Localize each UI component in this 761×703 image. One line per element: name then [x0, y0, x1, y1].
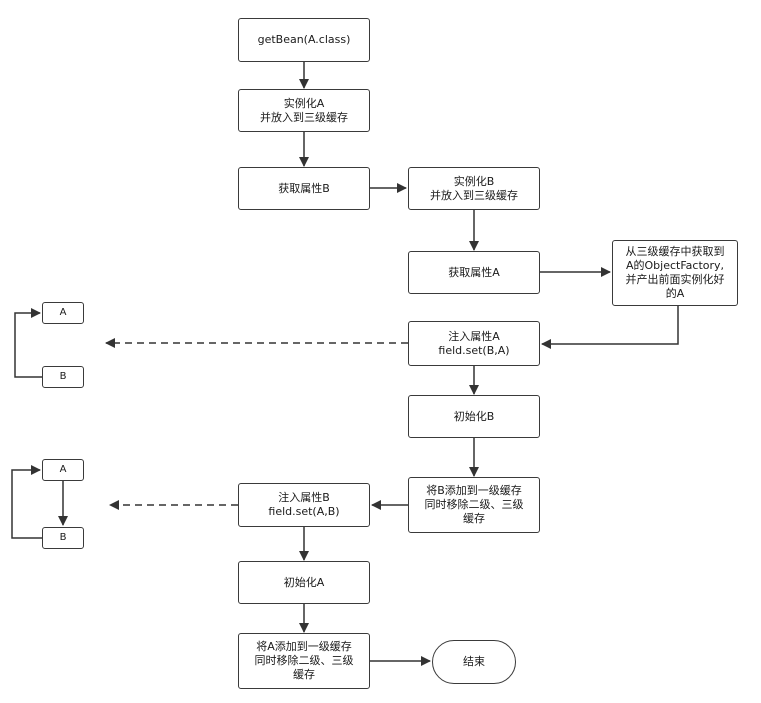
inject-property-a-node: 注入属性A field.set(B,A): [408, 321, 540, 366]
add-a-level1-cache-node: 将A添加到一级缓存 同时移除二级、三级 缓存: [238, 633, 370, 689]
instantiate-b-node: 实例化B 并放入到三级缓存: [408, 167, 540, 210]
ref2-loop-edge: [11, 465, 42, 539]
end-node: 结束: [432, 640, 516, 684]
getbean-node: getBean(A.class): [238, 18, 370, 62]
ref1-loop-edge: [14, 308, 42, 378]
add-b-level1-cache-node: 将B添加到一级缓存 同时移除二级、三级 缓存: [408, 477, 540, 533]
ref2-node-a: A: [42, 459, 84, 481]
initialize-a-node: 初始化A: [238, 561, 370, 604]
inject-property-b-node: 注入属性B field.set(A,B): [238, 483, 370, 527]
instantiate-a-node: 实例化A 并放入到三级缓存: [238, 89, 370, 132]
ref1-node-b: B: [42, 366, 84, 388]
ref2-node-b: B: [42, 527, 84, 549]
get-property-a-node: 获取属性A: [408, 251, 540, 294]
object-factory-node: 从三级缓存中获取到 A的ObjectFactory, 并产出前面实例化好 的A: [612, 240, 738, 306]
get-property-b-node: 获取属性B: [238, 167, 370, 210]
edge-factory-inject-a: [541, 306, 679, 349]
initialize-b-node: 初始化B: [408, 395, 540, 438]
ref1-node-a: A: [42, 302, 84, 324]
